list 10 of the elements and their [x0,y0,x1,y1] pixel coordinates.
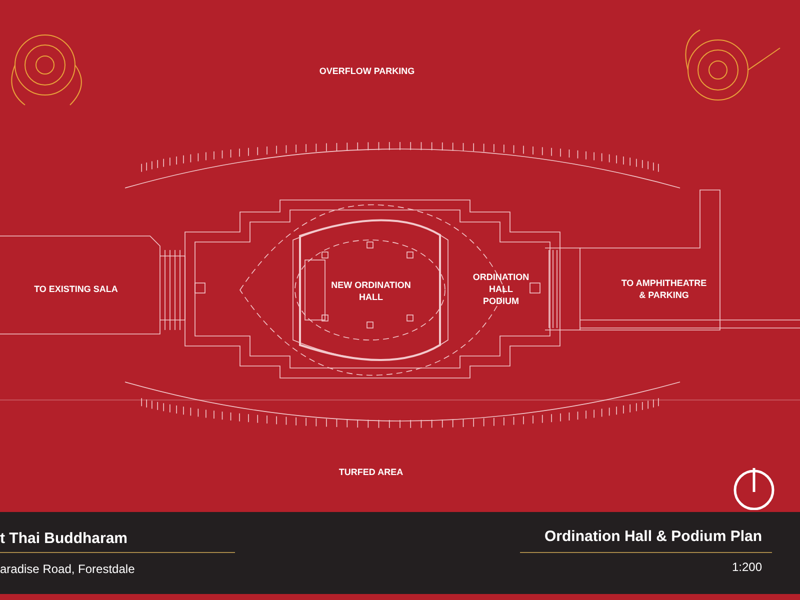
title-text: Ordination Hall & Podium Plan [544,528,762,545]
title-text: t Thai Buddharam [0,530,128,547]
area-label: TO AMPHITHEATRE & PARKING [620,276,708,302]
area-label: ORDINATION HALL PODIUM [472,270,530,308]
area-label: NEW ORDINATION HALL [330,278,412,304]
area-label: OVERFLOW PARKING [319,64,415,78]
area-label: TURFED AREA [338,466,404,478]
area-label: TO EXISTING SALA [34,282,118,296]
subtitle-text: aradise Road, Forestdale [0,562,135,576]
subtitle-text: 1:200 [732,560,762,574]
